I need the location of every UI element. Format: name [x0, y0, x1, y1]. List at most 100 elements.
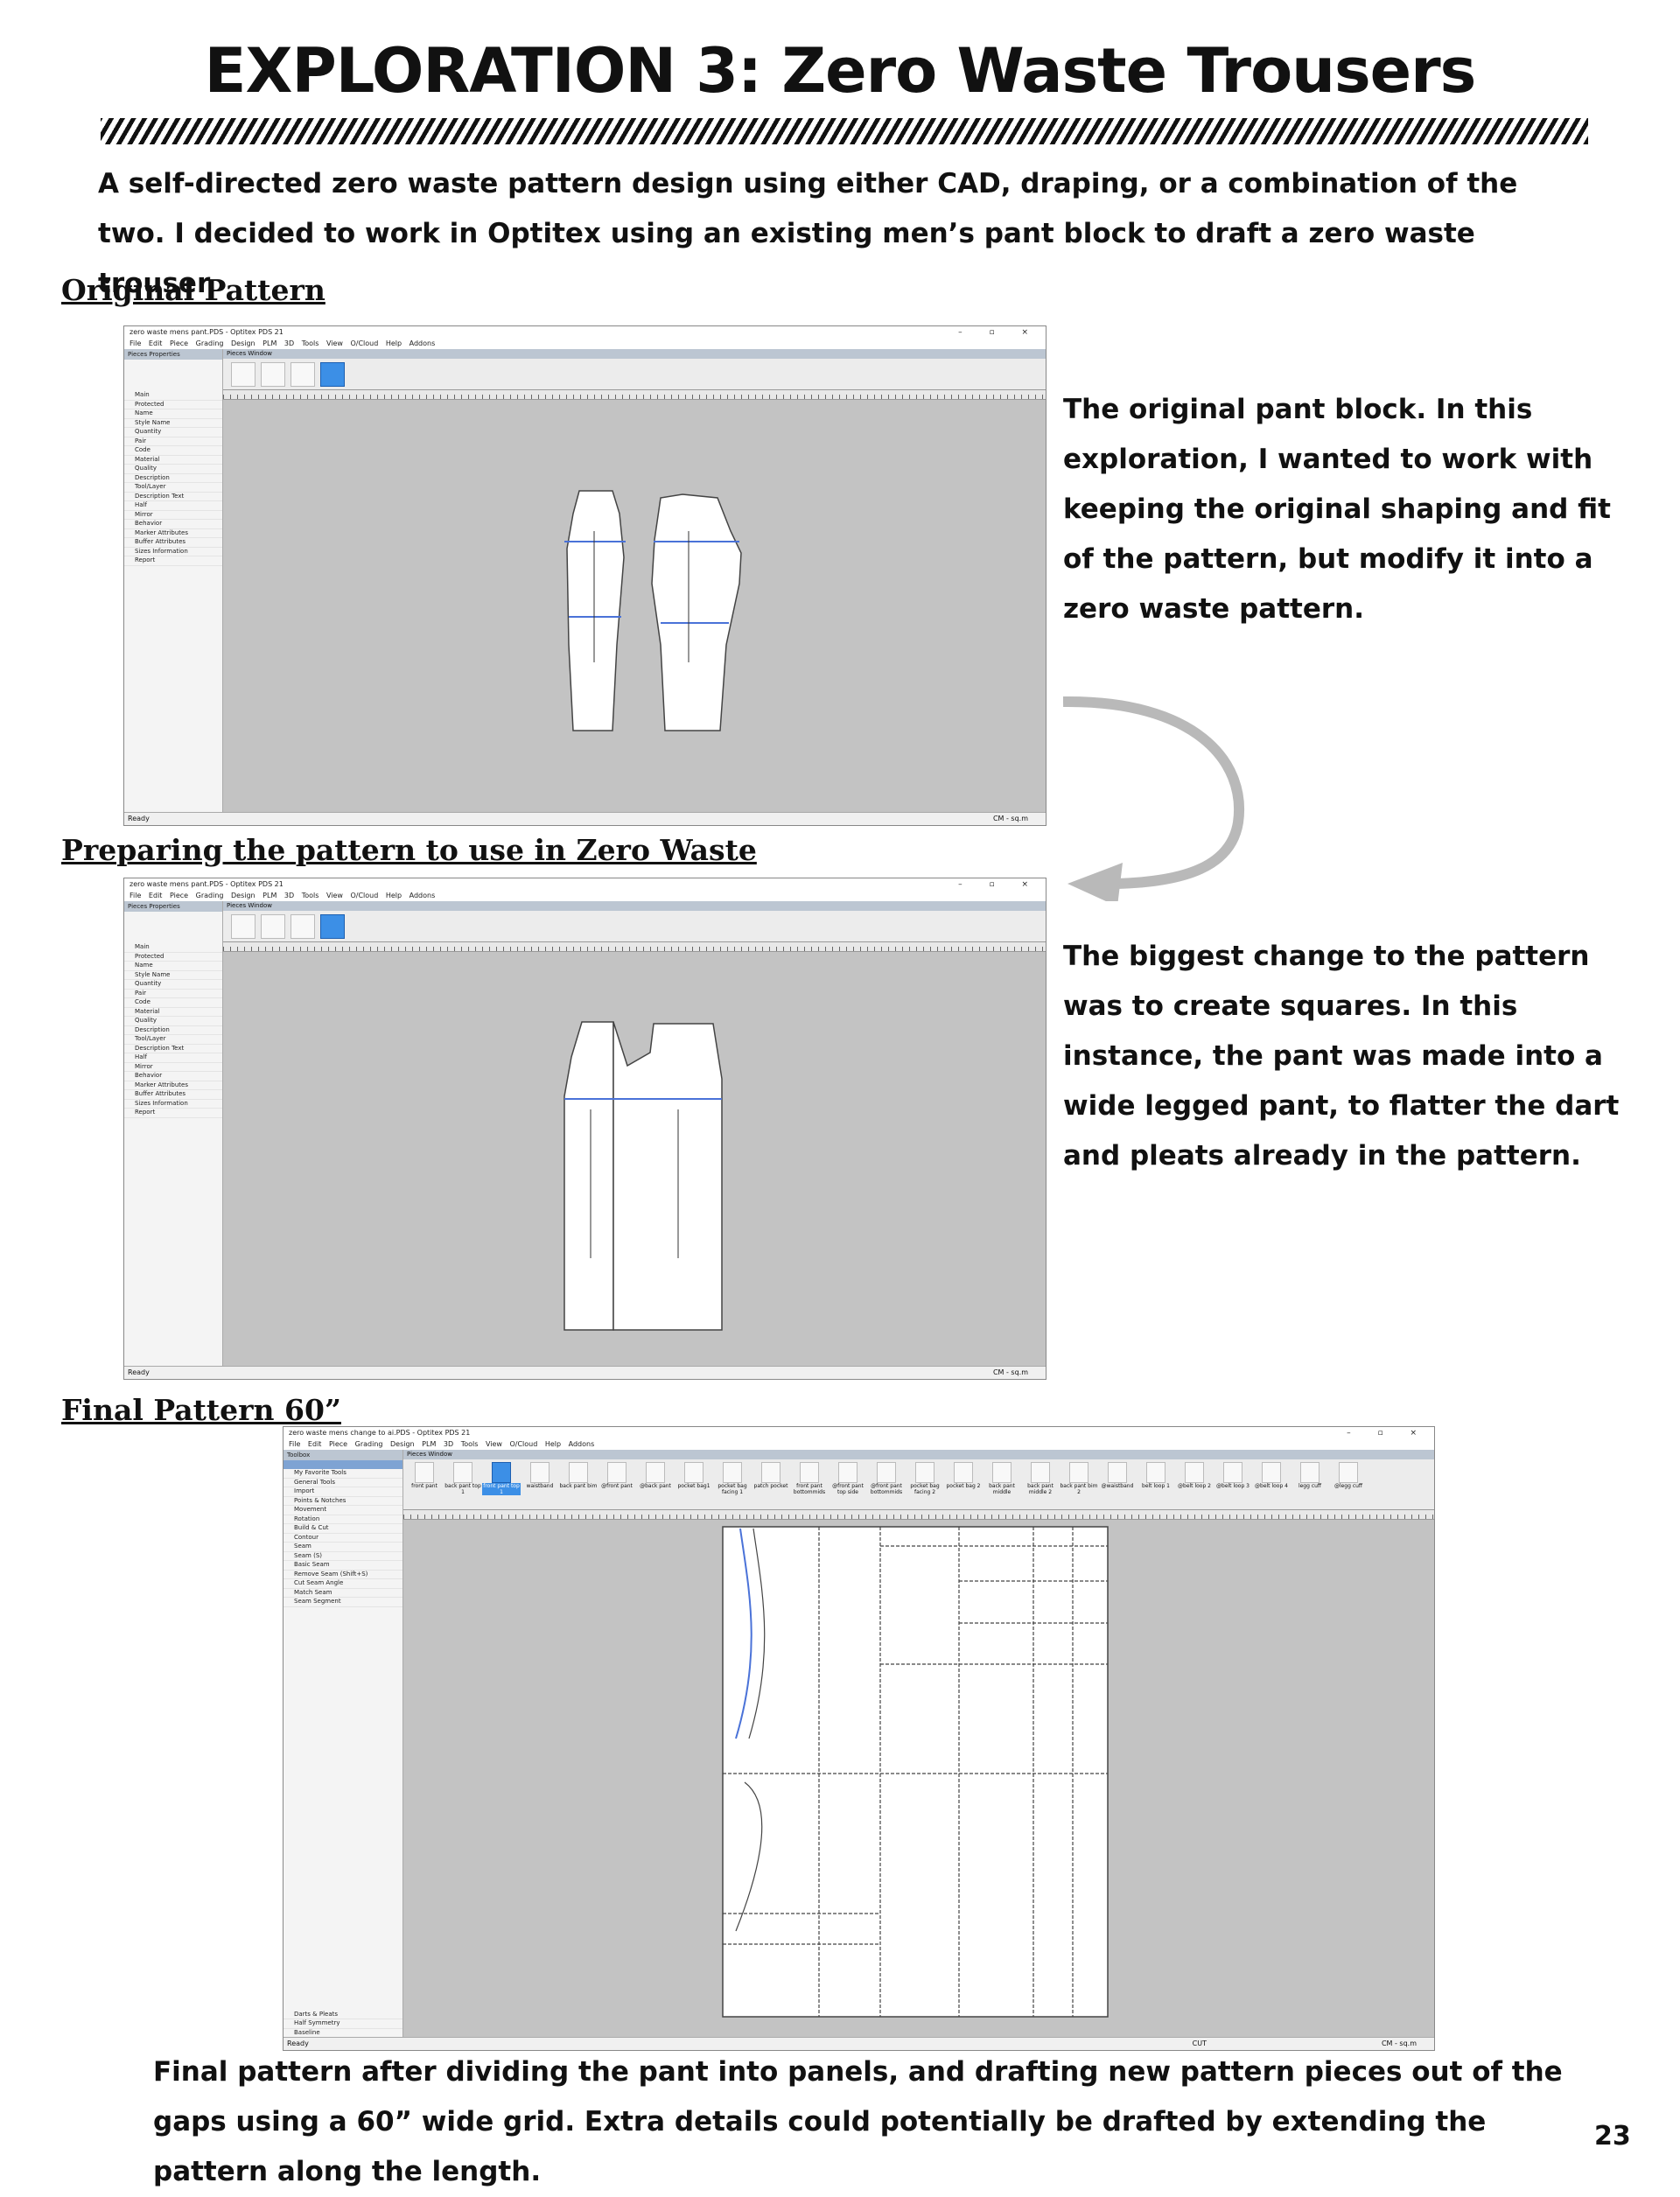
property-row[interactable]: Sizes Information	[124, 1100, 222, 1109]
piece-tile[interactable]: back pant bim 2	[1060, 1459, 1098, 1495]
property-row[interactable]: Description Text	[124, 493, 222, 501]
property-row[interactable]: Half Symmetry	[284, 2019, 402, 2029]
piece-tile[interactable]: waistband	[521, 1459, 559, 1489]
property-row[interactable]: Main	[124, 391, 222, 401]
piece-chip[interactable]	[290, 914, 315, 939]
property-row[interactable]: Pair	[124, 437, 222, 446]
piece-tile[interactable]: @front pant	[598, 1459, 636, 1489]
piece-tile[interactable]: legg cuff	[1291, 1459, 1329, 1489]
property-row[interactable]: Seam Segment	[284, 1598, 402, 1607]
property-row[interactable]: Basic Seam	[284, 1561, 402, 1571]
property-row[interactable]: Quality	[124, 465, 222, 474]
property-row[interactable]: Material	[124, 1008, 222, 1017]
piece-chip[interactable]	[231, 914, 256, 939]
piece-tile[interactable]: @back pant	[636, 1459, 675, 1489]
property-row[interactable]: Marker Attributes	[124, 529, 222, 538]
piece-tile[interactable]: pocket bag1	[675, 1459, 713, 1489]
property-row[interactable]: Quality	[124, 1017, 222, 1026]
panel-tabs[interactable]	[124, 360, 222, 391]
window-controls[interactable]: – ▫ ×	[958, 880, 1040, 889]
piece-tile[interactable]: @belt loop 4	[1252, 1459, 1291, 1489]
piece-chip-selected[interactable]	[320, 362, 345, 387]
window-controls[interactable]: – ▫ ×	[1347, 1429, 1429, 1438]
property-row[interactable]: Main	[124, 943, 222, 953]
pattern-canvas[interactable]	[223, 400, 1046, 813]
piece-tile[interactable]: back pant bim	[559, 1459, 598, 1489]
pattern-canvas[interactable]	[223, 952, 1046, 1367]
piece-tile[interactable]: back pant middle 2	[1021, 1459, 1060, 1495]
piece-tile[interactable]: front pant	[405, 1459, 444, 1489]
piece-tile[interactable]: front pant bottommids	[790, 1459, 829, 1495]
toolbox-tabs[interactable]	[284, 1460, 402, 1469]
piece-icon	[1108, 1462, 1127, 1483]
window-controls[interactable]: – ▫ ×	[958, 328, 1040, 337]
property-row[interactable]: Description	[124, 474, 222, 483]
property-row[interactable]: Remove Seam (Shift+S)	[284, 1571, 402, 1579]
property-row[interactable]: Pair	[124, 990, 222, 998]
piece-chip[interactable]	[290, 362, 315, 387]
property-row[interactable]: Code	[124, 998, 222, 1008]
property-row[interactable]: General Tools	[284, 1479, 402, 1487]
piece-chip-selected[interactable]	[320, 914, 345, 939]
property-row[interactable]: Movement	[284, 1506, 402, 1515]
property-row[interactable]: Code	[124, 446, 222, 456]
property-row[interactable]: Name	[124, 409, 222, 419]
property-row[interactable]: Rotation	[284, 1515, 402, 1524]
property-row[interactable]: Report	[124, 556, 222, 566]
property-row[interactable]: Buffer Attributes	[124, 538, 222, 548]
property-row[interactable]: Quantity	[124, 980, 222, 990]
property-row[interactable]: Half	[124, 1053, 222, 1063]
property-row[interactable]: Darts & Pleats	[284, 2011, 402, 2019]
piece-tile[interactable]: @belt loop 2	[1175, 1459, 1214, 1489]
final-caption: Final pattern after dividing the pant in…	[153, 2056, 1563, 2187]
property-row[interactable]: Mirror	[124, 511, 222, 520]
piece-chip[interactable]	[231, 362, 256, 387]
property-row[interactable]: Behavior	[124, 520, 222, 529]
property-row[interactable]: Style Name	[124, 419, 222, 428]
piece-tile[interactable]: patch pocket	[752, 1459, 790, 1489]
property-row[interactable]: Marker Attributes	[124, 1081, 222, 1090]
piece-tile[interactable]: @front pant top side	[829, 1459, 867, 1495]
property-row[interactable]: Match Seam	[284, 1589, 402, 1598]
property-row[interactable]: Material	[124, 456, 222, 465]
property-row[interactable]: Tool/Layer	[124, 483, 222, 493]
piece-tile[interactable]: @legg cuff	[1329, 1459, 1368, 1489]
property-row[interactable]: Import	[284, 1487, 402, 1497]
piece-tile[interactable]: @belt loop 3	[1214, 1459, 1252, 1489]
piece-tile[interactable]: @waistband	[1098, 1459, 1137, 1489]
property-row[interactable]: Description Text	[124, 1045, 222, 1053]
piece-tile[interactable]: pocket bag facing 2	[906, 1459, 944, 1495]
property-row[interactable]: Mirror	[124, 1063, 222, 1072]
property-row[interactable]: Protected	[124, 953, 222, 962]
property-row[interactable]: Sizes Information	[124, 548, 222, 556]
property-row[interactable]: Buffer Attributes	[124, 1090, 222, 1100]
piece-chip[interactable]	[261, 362, 285, 387]
property-row[interactable]: Name	[124, 962, 222, 971]
property-row[interactable]: Tool/Layer	[124, 1035, 222, 1045]
property-row[interactable]: Seam	[284, 1543, 402, 1552]
property-row[interactable]: Half	[124, 501, 222, 511]
piece-tile[interactable]: pocket bag facing 1	[713, 1459, 752, 1495]
property-row[interactable]: Seam (S)	[284, 1552, 402, 1561]
piece-tile[interactable]: back pant middle	[983, 1459, 1021, 1495]
property-row[interactable]: Points & Notches	[284, 1497, 402, 1506]
property-row[interactable]: Contour	[284, 1534, 402, 1543]
piece-tile[interactable]: front pant top 1	[482, 1459, 521, 1495]
property-row[interactable]: Build & Cut	[284, 1524, 402, 1534]
piece-chip[interactable]	[261, 914, 285, 939]
property-row[interactable]: Report	[124, 1109, 222, 1118]
property-row[interactable]: My Favorite Tools	[284, 1469, 402, 1479]
piece-tile[interactable]: pocket bag 2	[944, 1459, 983, 1489]
property-row[interactable]: Quantity	[124, 428, 222, 437]
property-row[interactable]: Description	[124, 1026, 222, 1035]
property-row[interactable]: Cut Seam Angle	[284, 1579, 402, 1589]
piece-tile[interactable]: belt loop 1	[1137, 1459, 1175, 1489]
panel-tabs[interactable]	[124, 912, 222, 943]
pattern-canvas[interactable]	[403, 1520, 1434, 2038]
property-row[interactable]: Style Name	[124, 971, 222, 980]
piece-tile[interactable]: @front pant bottommids	[867, 1459, 906, 1495]
property-row[interactable]: Behavior	[124, 1072, 222, 1081]
piece-tile[interactable]: back pant top 1	[444, 1459, 482, 1495]
property-row[interactable]: Protected	[124, 401, 222, 409]
